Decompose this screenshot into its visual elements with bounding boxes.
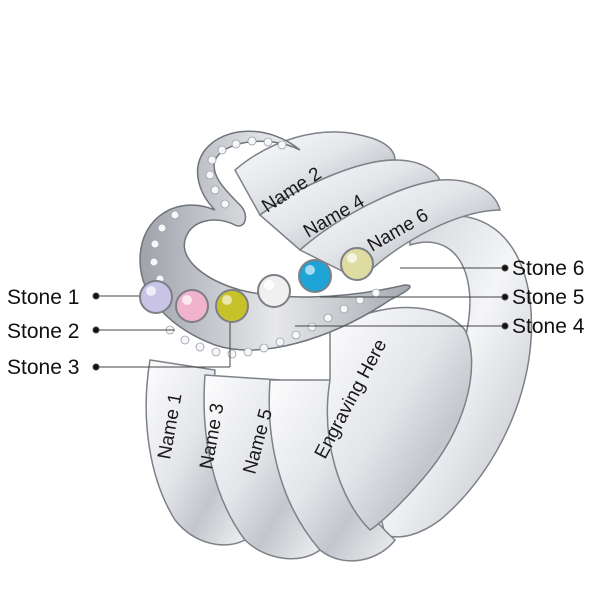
stone-4 (257, 274, 291, 308)
label-stone-1: Stone 1 (7, 286, 80, 309)
label-stone-6: Stone 6 (512, 257, 585, 280)
stone-3 (215, 289, 249, 323)
callout-lines (92, 264, 509, 371)
stone-5 (298, 259, 332, 293)
stone-1 (139, 280, 173, 314)
label-stone-3: Stone 3 (7, 356, 80, 379)
stone-2 (175, 289, 209, 323)
ring-band-engraving (326, 306, 473, 531)
stone-6 (340, 247, 374, 281)
birthstones (139, 247, 374, 323)
label-stone-2: Stone 2 (7, 320, 80, 343)
label-stone-4: Stone 4 (512, 315, 585, 338)
heart-frame (139, 130, 411, 351)
label-stone-5: Stone 5 (512, 286, 585, 309)
